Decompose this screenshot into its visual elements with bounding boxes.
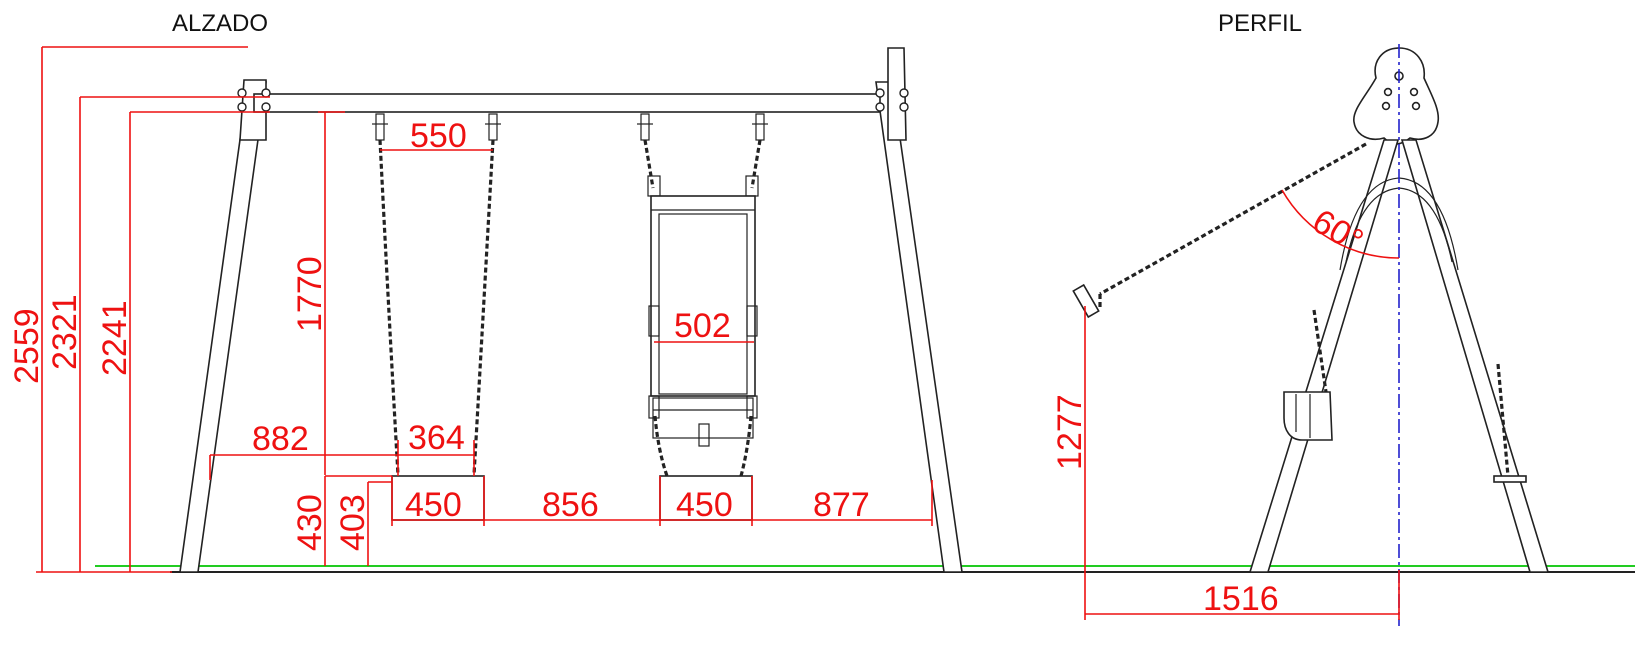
dim-seat2-width: 450: [676, 486, 733, 524]
side-dimension-lines: [1084, 189, 1400, 620]
dim-top-chain-spacing: 550: [410, 117, 467, 155]
ground-line: [95, 565, 1635, 573]
right-leg: [875, 81, 963, 573]
dim-total-height: 2559: [8, 308, 46, 384]
flat-swing-chain-right: [472, 139, 495, 476]
dim-seat-height: 430: [291, 494, 329, 551]
dim-seats-gap: 856: [542, 486, 599, 524]
dim-left-clearance: 882: [252, 420, 309, 458]
side-cradle-seat: [1283, 391, 1333, 441]
cradle-backrest: [650, 195, 756, 397]
cradle-chain-right-bottom: [739, 415, 753, 477]
dim-seat1-width: 450: [405, 486, 462, 524]
side-flat-seat: [1493, 475, 1527, 483]
dim-seat-height-2: 403: [334, 494, 372, 551]
dim-height-2: 2321: [46, 294, 84, 370]
angle-arc: [1281, 189, 1400, 259]
dim-seat-chain-spacing: 364: [408, 419, 465, 457]
side-swing-seat: [1072, 283, 1100, 319]
beam-bolts: [237, 88, 909, 112]
side-view-title: PERFIL: [1218, 10, 1302, 37]
side-leg-right: [1400, 139, 1550, 573]
cradle-front-guard: [652, 397, 754, 439]
cradle-chain-right-top: [750, 139, 762, 189]
dim-swing-height: 1277: [1051, 394, 1089, 470]
dim-chain-length: 1770: [291, 256, 329, 332]
left-leg: [179, 81, 267, 573]
side-head-plate: [1353, 47, 1440, 145]
cradle-chain-left-top: [643, 139, 655, 189]
dim-cradle-width: 502: [674, 307, 731, 345]
front-view-frame: [179, 47, 963, 573]
front-dimension-lines: [36, 46, 933, 573]
side-swing-chain: [1099, 142, 1367, 296]
top-beam: [253, 93, 881, 113]
dim-beam-height: 2241: [96, 300, 134, 376]
side-view-frame: [1072, 44, 1550, 626]
cradle-chain-left-bottom: [653, 415, 669, 477]
dim-side-base: 1516: [1203, 580, 1279, 618]
front-view-title: ALZADO: [172, 10, 268, 37]
dim-right-clearance: 877: [813, 486, 870, 524]
right-end-plate: [887, 47, 907, 141]
flat-swing: [372, 113, 501, 521]
flat-swing-chain-left: [378, 139, 400, 476]
